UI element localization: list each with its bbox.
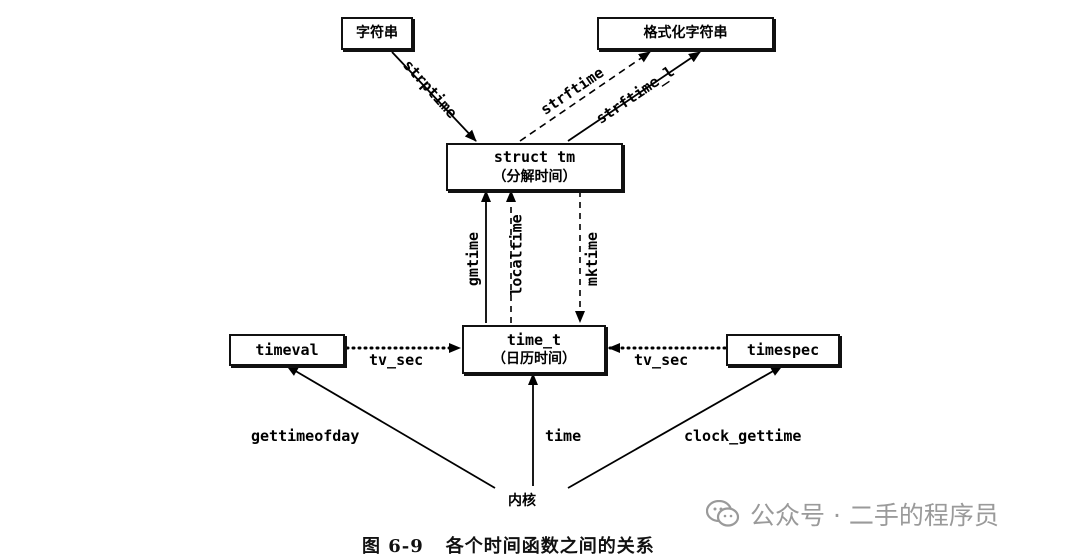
- gettimeofday-label: gettimeofday: [251, 427, 360, 445]
- time-t-node: time_t （日历时间）: [462, 325, 606, 374]
- gmtime-label: gmtime: [464, 231, 483, 287]
- strftime-arrow: [519, 51, 651, 142]
- string-node: 字符串: [341, 17, 413, 50]
- timespec-node-label: timespec: [746, 340, 820, 359]
- watermark-text: 公众号 · 二手的程序员: [750, 501, 999, 530]
- time-label: time: [545, 427, 582, 445]
- localtime-label: localtime: [507, 214, 526, 296]
- tv-sec-right-label: tv_sec: [634, 351, 689, 369]
- string-node-label: 字符串: [356, 25, 398, 42]
- formatted-string-node-label: 格式化字符串: [643, 25, 728, 42]
- figure-title: 各个时间函数之间的关系: [445, 536, 655, 557]
- watermark: 公众号 · 二手的程序员: [706, 496, 999, 532]
- kernel-node-label: 内核: [508, 493, 536, 509]
- struct-tm-name: struct tm: [493, 148, 576, 167]
- struct-tm-desc: （分解时间）: [492, 168, 577, 185]
- formatted-string-node: 格式化字符串: [597, 17, 774, 50]
- strftime-l-arrow: [567, 51, 701, 142]
- kernel-node: 内核: [508, 490, 536, 510]
- struct-tm-node: struct tm （分解时间）: [446, 143, 623, 191]
- strptime-arrow: [391, 51, 477, 142]
- clock-gettime-label: clock_gettime: [684, 427, 802, 445]
- figure-caption: 图 6-9 各个时间函数之间的关系: [362, 532, 655, 558]
- tv-sec-left-label: tv_sec: [369, 351, 424, 369]
- figure-number: 图 6-9: [362, 536, 424, 557]
- gettimeofday-arrow: [286, 365, 496, 489]
- mktime-label: mktime: [583, 231, 602, 287]
- timespec-node: timespec: [726, 334, 840, 366]
- time-t-desc: （日历时间）: [492, 351, 576, 368]
- timeval-node-label: timeval: [255, 340, 319, 359]
- clock-gettime-arrow: [567, 365, 783, 489]
- wechat-icon: [706, 500, 740, 527]
- timeval-node: timeval: [229, 334, 345, 366]
- time-t-name: time_t: [506, 330, 562, 349]
